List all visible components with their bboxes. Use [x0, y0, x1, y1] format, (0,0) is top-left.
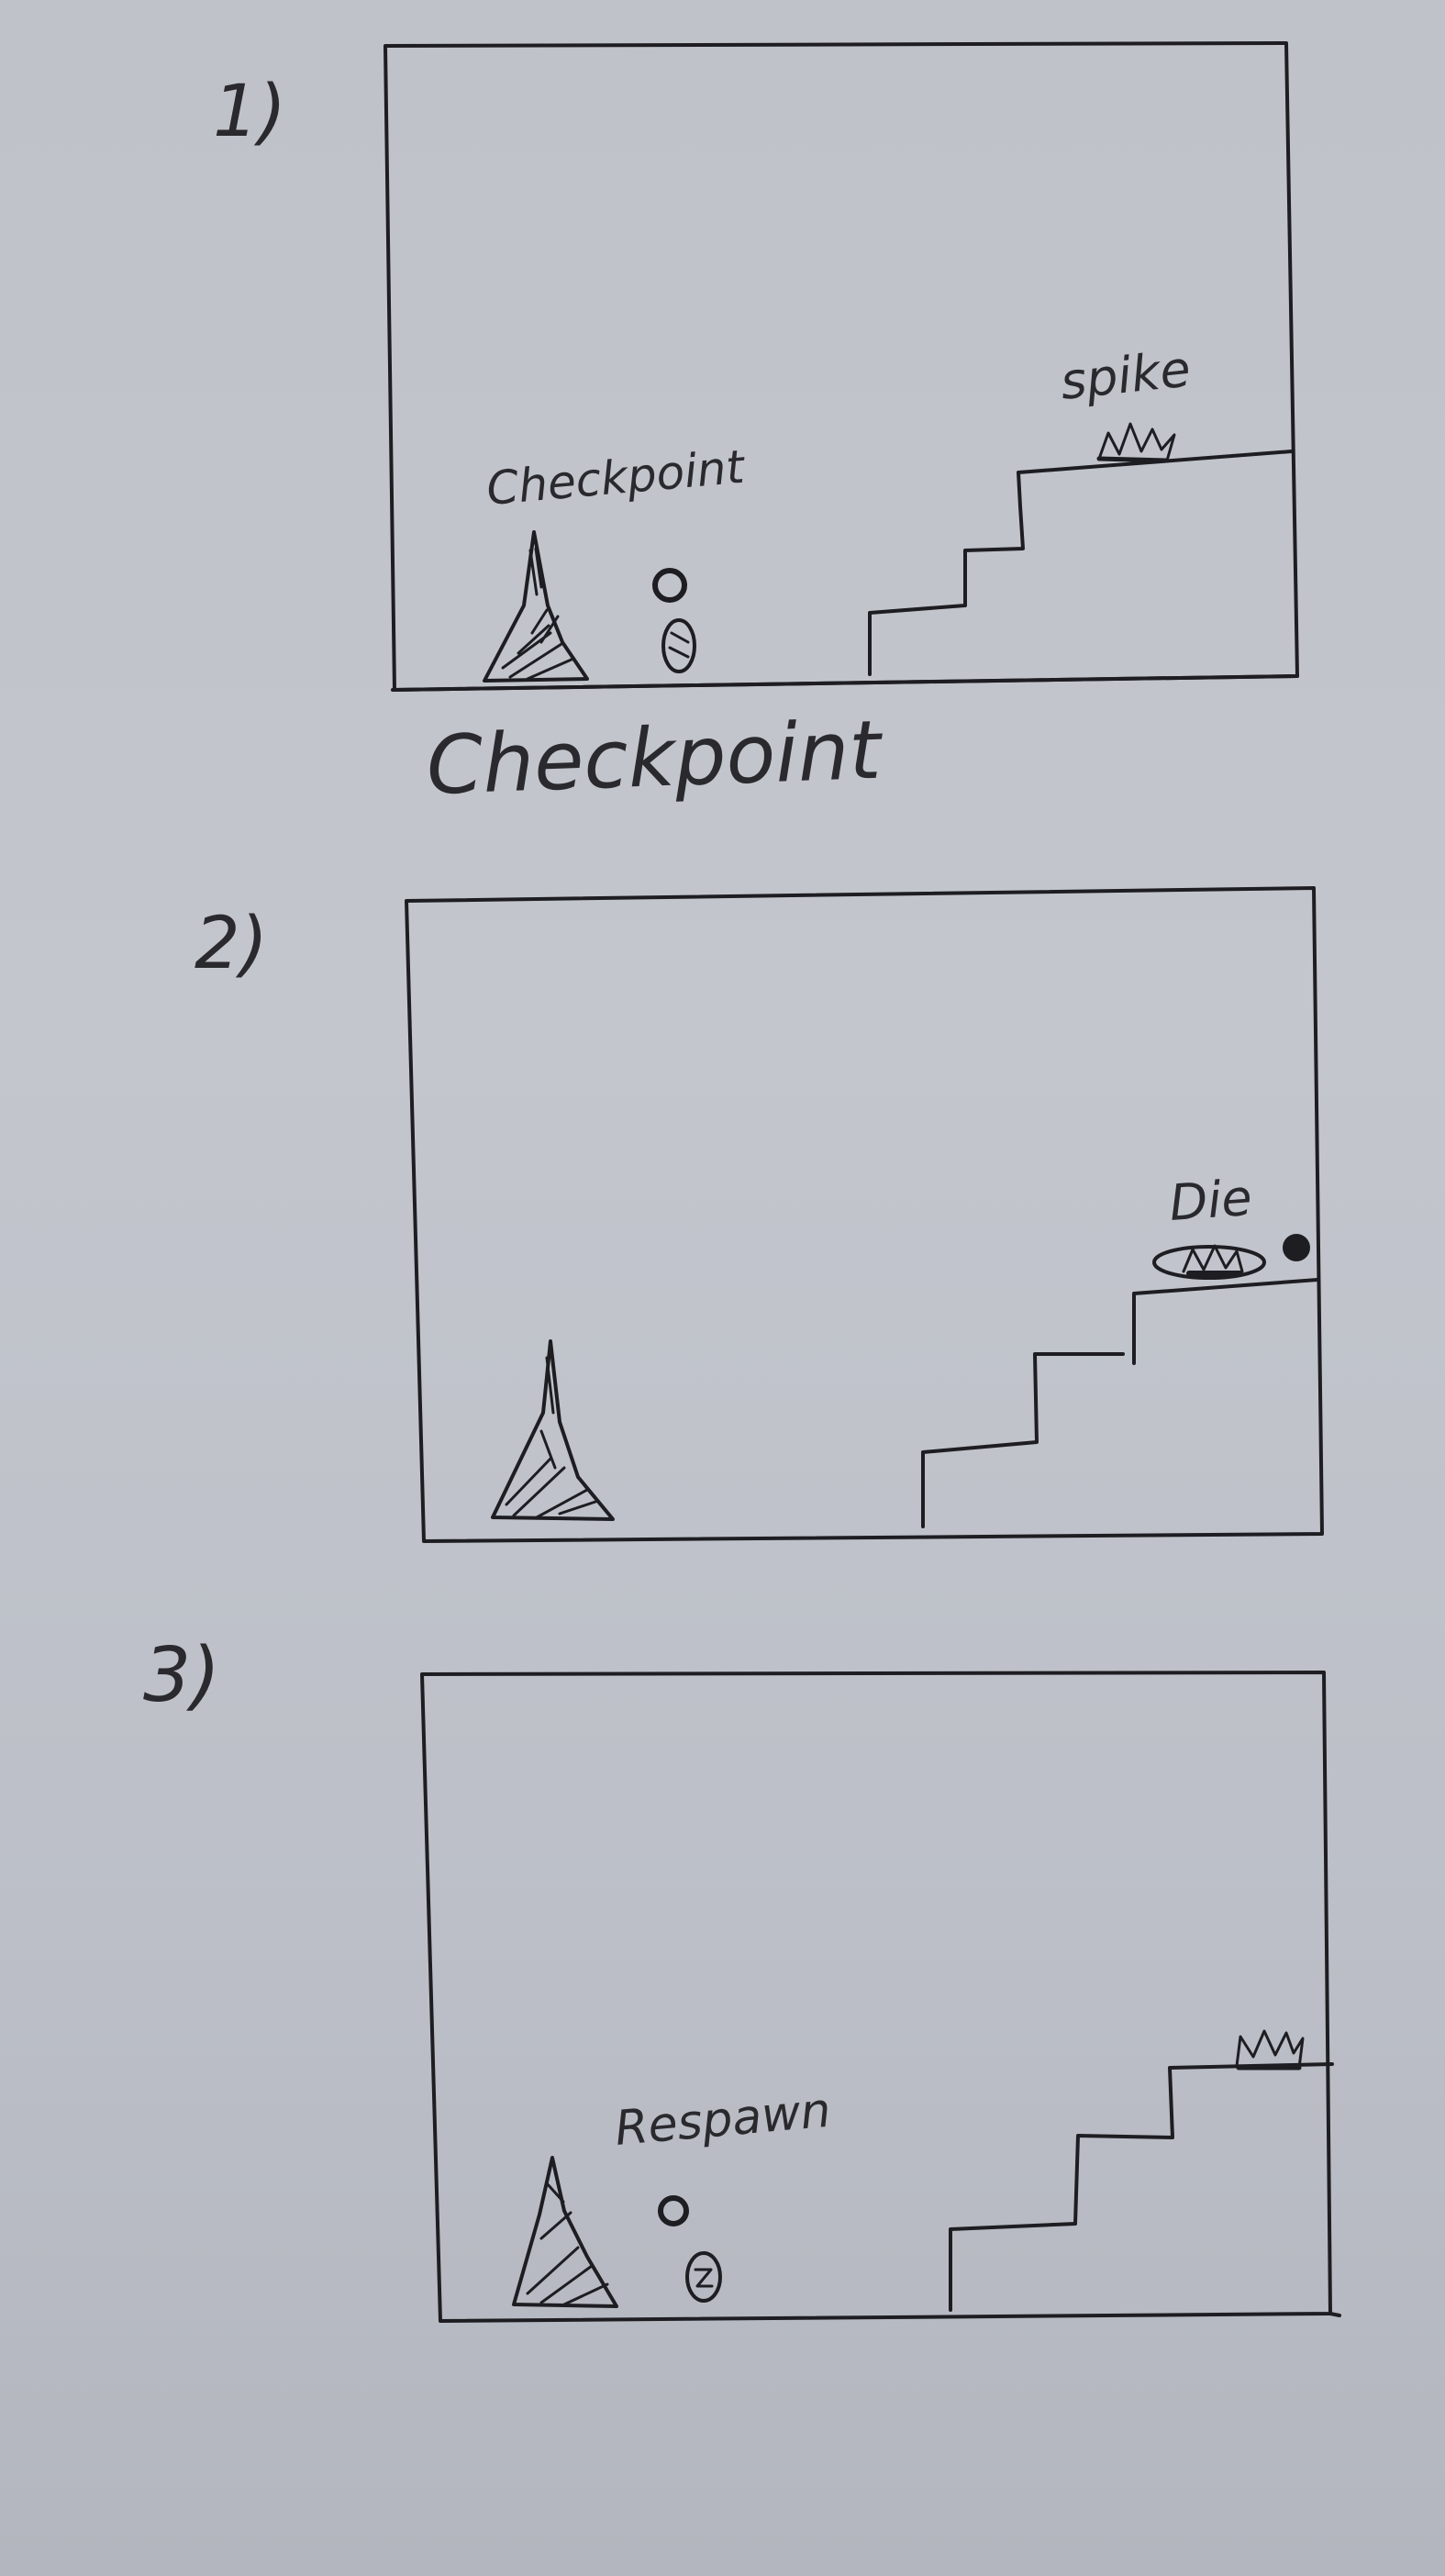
label-spike: spike [1058, 339, 1194, 410]
label-die: Die [1168, 1169, 1254, 1232]
label-checkpoint: Checkpoint [484, 439, 749, 516]
ground-line-extension [1328, 2312, 1341, 2317]
player-character-icon [1283, 1234, 1310, 1261]
panel-number: 3) [143, 1632, 220, 1719]
player-character-icon [658, 2195, 722, 2303]
spike-hazard-icon [1096, 422, 1176, 463]
player-character-icon [652, 568, 696, 673]
stairs-platform [868, 450, 1294, 676]
ground-line [391, 674, 1299, 692]
panel-1: 1) Checkpoint spike Checkpoint [213, 41, 1299, 813]
stairs-platform [921, 1278, 1319, 1528]
panel-frame [405, 886, 1324, 1543]
panel-number: 2) [195, 903, 268, 985]
label-respawn: Respawn [613, 2083, 833, 2157]
checkpoint-flag-icon [491, 1339, 615, 1521]
panel-3: 3) Respawn [143, 1632, 1341, 2323]
checkpoint-flag-icon [512, 2156, 618, 2308]
stairs-platform [949, 2062, 1334, 2312]
panel-caption: Checkpoint [425, 703, 885, 813]
panel-number: 1) [213, 71, 286, 153]
panel-2: 2) Die [195, 886, 1324, 1543]
checkpoint-flag-icon [483, 530, 589, 683]
death-splat-icon [1152, 1244, 1266, 1280]
spike-hazard-icon [1235, 2029, 1305, 2071]
